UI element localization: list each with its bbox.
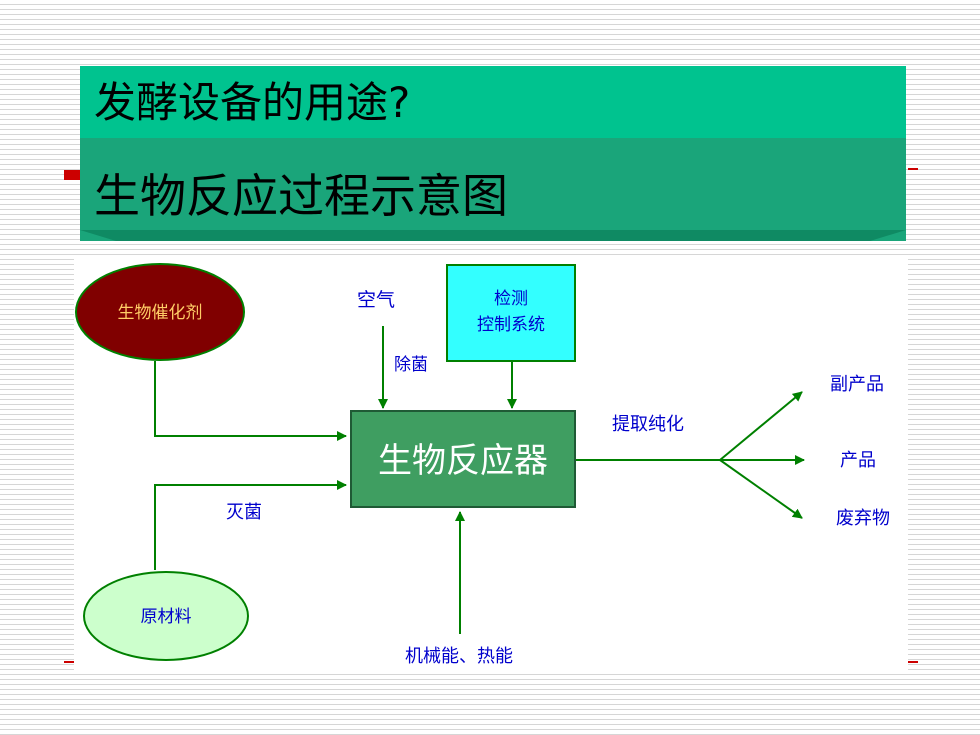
bioreactor-label: 生物反应器 [378,441,548,481]
sterilize-material-label: 灭菌 [226,502,262,523]
biocatalyst-arrow [154,361,347,441]
monitor-control-node [446,264,576,362]
monitor-label-line2: 控制系统 [477,315,545,335]
air-label: 空气 [357,289,395,311]
raw-material-arrow [154,480,347,570]
red-dash-left [64,661,74,663]
title-banner-bevel [80,230,906,241]
page-subtitle: 生物反应过程示意图 [94,169,508,223]
energy-label: 机械能、热能 [405,646,513,667]
page-title: 发酵设备的用途? [94,78,411,127]
biocatalyst-node [75,263,245,361]
monitor-label-line1: 检测 [494,289,528,309]
raw-material-label: 原材料 [141,607,192,627]
waste-label: 废弃物 [836,508,890,529]
waste-arrow [719,459,803,519]
title-banner: 发酵设备的用途? 生物反应过程示意图 [80,66,906,241]
raw-material-node [83,571,249,661]
bioreactor-node [350,410,576,508]
bioreactor-diagram: 生物催化剂 空气 除菌 检测 控制系统 生物反应器 提取纯化 副产品 产品 废弃… [74,258,908,672]
extract-label: 提取纯化 [612,414,684,435]
red-accent-mark [64,170,82,180]
red-dash-right-top [908,168,918,170]
byproduct-label: 副产品 [830,374,884,395]
byproduct-arrow [719,391,803,461]
title-banner-top [80,66,906,138]
sterilize-air-label: 除菌 [394,355,428,375]
diagram-canvas: 生物催化剂 空气 除菌 检测 控制系统 生物反应器 提取纯化 副产品 产品 废弃… [75,263,890,667]
product-label: 产品 [840,450,876,471]
red-dash-right [908,661,918,663]
biocatalyst-label: 生物催化剂 [118,303,203,323]
